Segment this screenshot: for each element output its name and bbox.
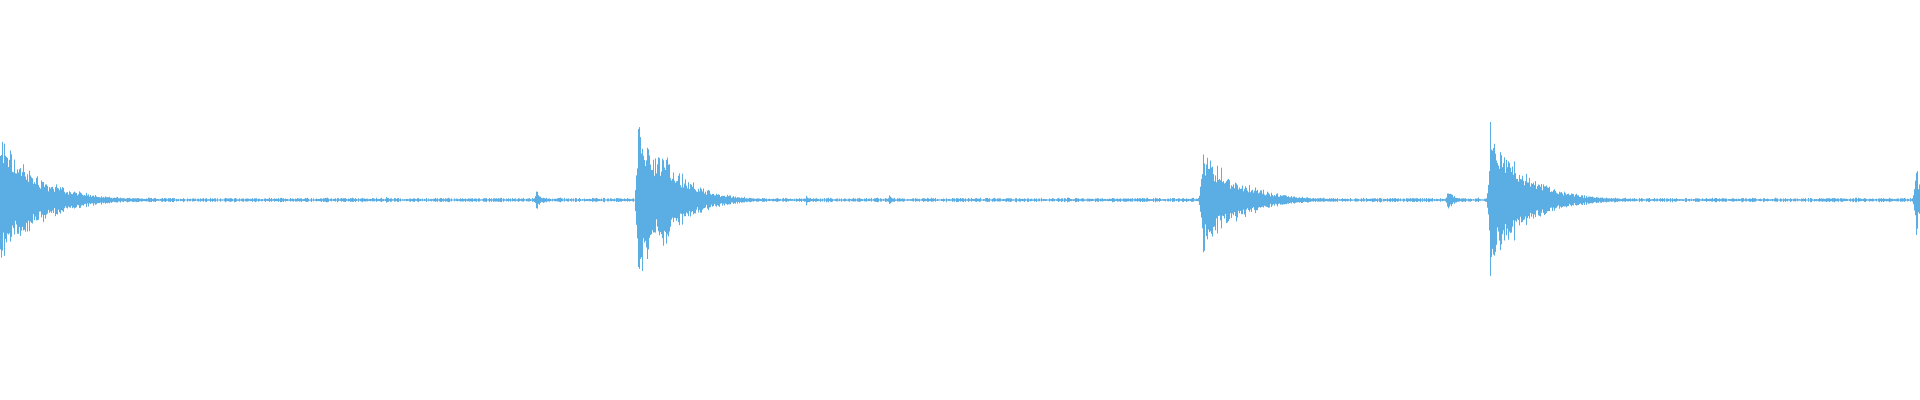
waveform-path: [0, 121, 1920, 276]
waveform-samples: [0, 121, 1920, 276]
